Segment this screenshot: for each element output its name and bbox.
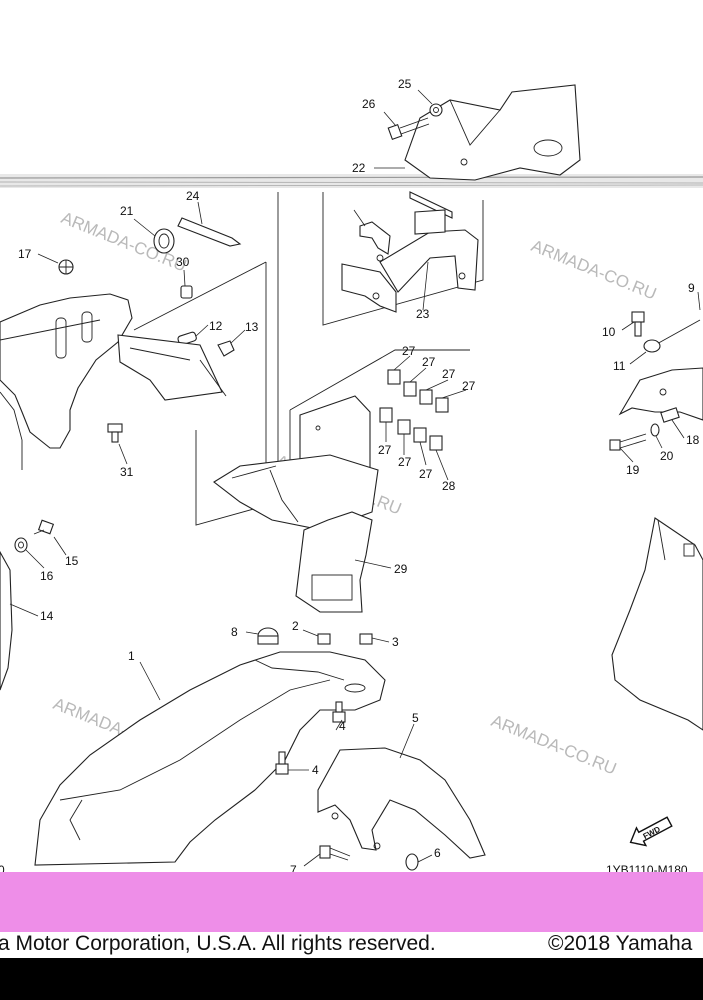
callout-26: 26 xyxy=(362,97,376,111)
part-25-washer xyxy=(429,103,443,117)
leader-lines xyxy=(9,89,701,867)
part-4-bolt-lower xyxy=(275,751,289,775)
callout-24: 24 xyxy=(186,189,200,203)
callout-7: 7 xyxy=(290,863,297,877)
callout-29: 30 xyxy=(176,255,190,269)
part-27-pads xyxy=(379,369,449,451)
callout-23: 23 xyxy=(416,307,430,321)
callout-1: 1 xyxy=(128,649,135,663)
part-24-strap xyxy=(177,217,242,247)
callout-14: 14 xyxy=(40,609,54,623)
bottom-black-bar xyxy=(0,958,703,1000)
watermark: ARMADA-CO.RU xyxy=(489,711,620,779)
part-28-plate-bracket xyxy=(295,511,373,613)
part-20-washer xyxy=(650,423,660,437)
part-26-bolt xyxy=(387,117,430,141)
part-6-collar xyxy=(405,853,419,871)
callout-20: 20 xyxy=(660,449,674,463)
callout-25: 25 xyxy=(398,77,412,91)
part-31-clamp xyxy=(359,221,391,262)
callout-27: 27 xyxy=(402,344,416,358)
callout-4: 4 xyxy=(312,763,319,777)
part-15-bolt xyxy=(33,519,55,535)
left-edge-fragment: 0 xyxy=(0,863,5,877)
part-16-washer xyxy=(14,537,28,553)
scan-noise-strip xyxy=(0,174,703,188)
callout-13: 13 xyxy=(245,320,259,334)
callout-27: 28 xyxy=(442,479,456,493)
part-2-nut xyxy=(317,633,331,645)
section-frames xyxy=(133,192,484,526)
highlight-band xyxy=(0,872,703,932)
part-14-shroud xyxy=(0,550,13,691)
callout-8: 8 xyxy=(231,625,238,639)
mud-flap xyxy=(611,517,703,731)
part-18-collar xyxy=(660,407,680,423)
callout-12: 12 xyxy=(209,319,223,333)
copyright-bar: a Motor Corporation, U.S.A. All rights r… xyxy=(0,932,703,958)
part-13-cap xyxy=(217,340,235,357)
callout-22: 22 xyxy=(352,161,366,175)
part-12-grommet xyxy=(177,331,197,346)
callout-labels: 1 2 3 4 4 5 6 7 8 9 10 11 12 13 14 15 16… xyxy=(18,77,700,877)
part-9-guard xyxy=(618,319,703,421)
callout-10: 10 xyxy=(602,325,616,339)
callout-28: 29 xyxy=(394,562,408,576)
callout-27: 27 xyxy=(398,455,412,469)
callout-11: 11 xyxy=(613,359,626,373)
callout-27: 27 xyxy=(419,467,433,481)
part-19-bolt xyxy=(609,433,647,451)
part-5-guard xyxy=(317,747,486,859)
part-10-bolt xyxy=(631,311,645,337)
callout-15: 15 xyxy=(65,554,79,568)
copyright-right-text: ©2018 Yamaha xyxy=(548,932,693,955)
rear-fender-left xyxy=(0,293,227,470)
part-11-collar xyxy=(643,339,661,353)
part-29-collar xyxy=(180,285,193,299)
fwd-arrow-icon: FWD xyxy=(629,816,673,847)
part-22-bracket xyxy=(404,84,581,181)
part-23-bracket xyxy=(341,191,479,313)
copyright-left-text: a Motor Corporation, U.S.A. All rights r… xyxy=(0,932,436,955)
part-8-grommet xyxy=(257,627,279,645)
callout-5: 5 xyxy=(412,711,419,725)
callout-4: 4 xyxy=(339,719,346,733)
callout-16: 16 xyxy=(40,569,54,583)
callout-17: 17 xyxy=(18,247,32,261)
callout-6: 6 xyxy=(434,846,441,860)
callout-9: 9 xyxy=(688,281,695,295)
callout-18: 18 xyxy=(686,433,700,447)
callout-2: 2 xyxy=(292,619,299,633)
watermark: ARMADA-CO.RU xyxy=(529,236,660,304)
callout-19: 19 xyxy=(626,463,640,477)
callout-30: 31 xyxy=(120,465,134,479)
callout-27: 27 xyxy=(442,367,456,381)
part-17-clip xyxy=(58,259,74,275)
part-1-front-fender xyxy=(34,651,386,866)
callout-21: 21 xyxy=(120,204,134,218)
callout-27: 27 xyxy=(422,355,436,369)
part-21-grommet xyxy=(153,228,175,254)
callout-27: 27 xyxy=(462,379,476,393)
part-30-bolt xyxy=(107,423,123,443)
callout-3: 3 xyxy=(392,635,399,649)
part-7-bolt xyxy=(319,845,351,861)
part-4-bolt-upper xyxy=(332,701,346,723)
license-plate-holder xyxy=(213,395,379,531)
callout-27: 27 xyxy=(378,443,392,457)
part-3-nut xyxy=(359,633,373,645)
